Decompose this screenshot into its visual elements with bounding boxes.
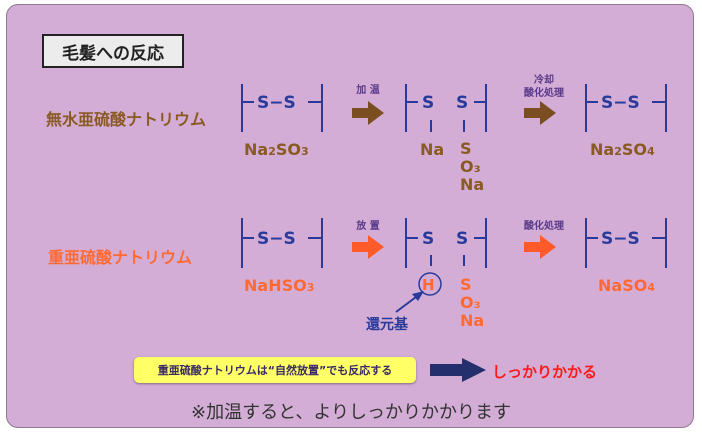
row1-broken-s-right: S — [456, 93, 468, 113]
row2-broken-bond — [405, 218, 487, 268]
row1-step2-label: 冷却 酸化処理 — [514, 74, 574, 100]
row2-reagent-formula-sub: 3 — [306, 281, 315, 294]
circle-h-icon — [418, 272, 442, 296]
row2-chain-s: S — [460, 275, 472, 294]
row1-product-ss: S−S — [601, 93, 640, 113]
row2-chain-na: Na — [460, 311, 485, 330]
diagram-title: 毛髪への反応 — [42, 34, 184, 68]
natural-reaction-callout: 重亜硫酸ナトリウムは“自然放置”でも反応する — [134, 357, 416, 383]
row1-reagent-formula-sub-b: 3 — [300, 145, 309, 158]
arrow-right-icon — [352, 101, 384, 125]
row2-product-bond — [585, 218, 667, 268]
row1-broken-s-left: S — [422, 93, 434, 113]
row1-product-formula-b: SO — [621, 140, 647, 159]
blue-arrow-icon — [430, 358, 486, 382]
row1-step2-label-line2: 酸化処理 — [524, 88, 564, 99]
row2-reducing-h: H — [422, 276, 435, 294]
row2-right-chain: S O₃ Na — [460, 276, 484, 330]
row1-reagent-formula: Na2SO3 — [244, 140, 309, 159]
row2-reagent-name: 重亜硫酸ナトリウム — [48, 248, 193, 267]
pointer-arrow-icon — [395, 291, 424, 313]
row1-product-formula-a: Na — [590, 140, 615, 159]
row1-reagent-formula-a: Na — [244, 140, 269, 159]
row1-chain-na: Na — [460, 175, 485, 194]
row1-broken-bond — [405, 84, 487, 132]
row1-right-chain: S O₃ Na — [460, 140, 484, 194]
row1-step1-label: 加 温 — [356, 85, 380, 96]
row2-reagent-formula-text: NaHSO — [244, 276, 307, 295]
row1-reagent-name: 無水亜硫酸ナトリウム — [46, 110, 207, 129]
row2-reagent-formula: NaHSO3 — [244, 276, 314, 295]
footnote: ※加温すると、よりしっかりかかります — [190, 402, 511, 423]
row2-step1-label: 放 置 — [356, 221, 380, 232]
row2-intact-bond — [241, 218, 323, 268]
row1-step2-label-line1: 冷却 — [534, 75, 554, 86]
row1-reagent-formula-sub-a: 2 — [268, 145, 276, 158]
row2-product-formula-text: NaSO — [598, 276, 648, 295]
row1-intact-ss: S−S — [257, 93, 296, 113]
arrow-right-icon — [352, 235, 384, 259]
row1-product-formula-sub-b: 4 — [646, 145, 655, 158]
row1-chain-s: S — [460, 139, 472, 158]
row1-reagent-formula-b: SO — [275, 140, 301, 159]
arrow-right-icon — [524, 101, 556, 125]
row2-product-formula: NaSO4 — [598, 276, 655, 295]
row2-intact-ss: S−S — [257, 229, 296, 249]
row1-product-bond — [585, 84, 667, 132]
row2-product-ss: S−S — [601, 229, 640, 249]
row1-left-atom: Na — [420, 140, 445, 159]
arrow-right-icon — [524, 235, 556, 259]
result-text: しっかりかかる — [492, 363, 598, 381]
row1-intact-bond — [241, 84, 323, 132]
row1-product-formula: Na2SO4 — [590, 140, 655, 159]
row2-broken-s-left: S — [422, 229, 434, 249]
reducing-group-label: 還元基 — [366, 317, 408, 333]
row2-broken-s-right: S — [456, 229, 468, 249]
row2-chain-o3: O₃ — [460, 293, 481, 312]
row1-product-formula-sub-a: 2 — [614, 145, 622, 158]
row2-product-formula-sub: 4 — [647, 281, 655, 294]
row2-step2-label: 酸化処理 — [524, 221, 564, 232]
row1-chain-o3: O₃ — [460, 157, 481, 176]
